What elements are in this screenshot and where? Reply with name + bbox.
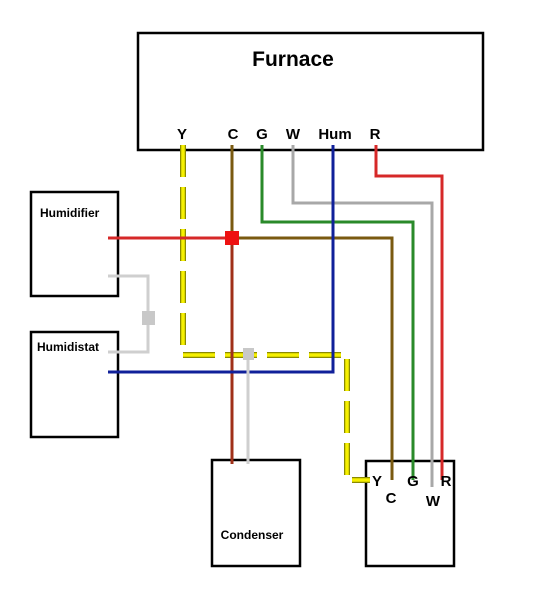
w-wire bbox=[291, 145, 434, 487]
humidistat-label: Humidistat bbox=[37, 340, 99, 354]
thermostat-terminal-y: Y bbox=[372, 473, 382, 490]
furnace-terminal-c: C bbox=[228, 126, 239, 143]
thermostat-box bbox=[364, 459, 456, 568]
y-wire bbox=[180, 145, 370, 483]
furnace-box bbox=[136, 31, 485, 152]
humidifier-box bbox=[29, 190, 120, 298]
c-wire bbox=[230, 145, 394, 480]
furnace-terminal-g: G bbox=[256, 126, 268, 143]
furnace-terminal-hum: Hum bbox=[318, 126, 351, 143]
condenser-splice bbox=[243, 348, 254, 360]
wire-splice bbox=[142, 311, 155, 325]
furnace-terminal-w: W bbox=[286, 126, 301, 143]
g-wire bbox=[260, 145, 415, 480]
thermostat-terminal-c: C bbox=[386, 490, 397, 507]
condenser-label: Condenser bbox=[221, 528, 284, 542]
thermostat-terminal-r: R bbox=[441, 473, 452, 490]
thermostat-terminal-g: G bbox=[407, 473, 419, 490]
furnace-title: Furnace bbox=[252, 48, 334, 71]
r-wire bbox=[374, 145, 444, 480]
junction-node bbox=[225, 231, 239, 245]
condenser-box bbox=[210, 458, 302, 568]
humidifier-label: Humidifier bbox=[40, 206, 100, 220]
furnace-terminal-y: Y bbox=[177, 126, 187, 143]
furnace-terminal-r: R bbox=[370, 126, 381, 143]
thermostat-terminal-w: W bbox=[426, 493, 441, 510]
hum-wire bbox=[108, 145, 335, 374]
humidistat-box bbox=[29, 330, 120, 439]
